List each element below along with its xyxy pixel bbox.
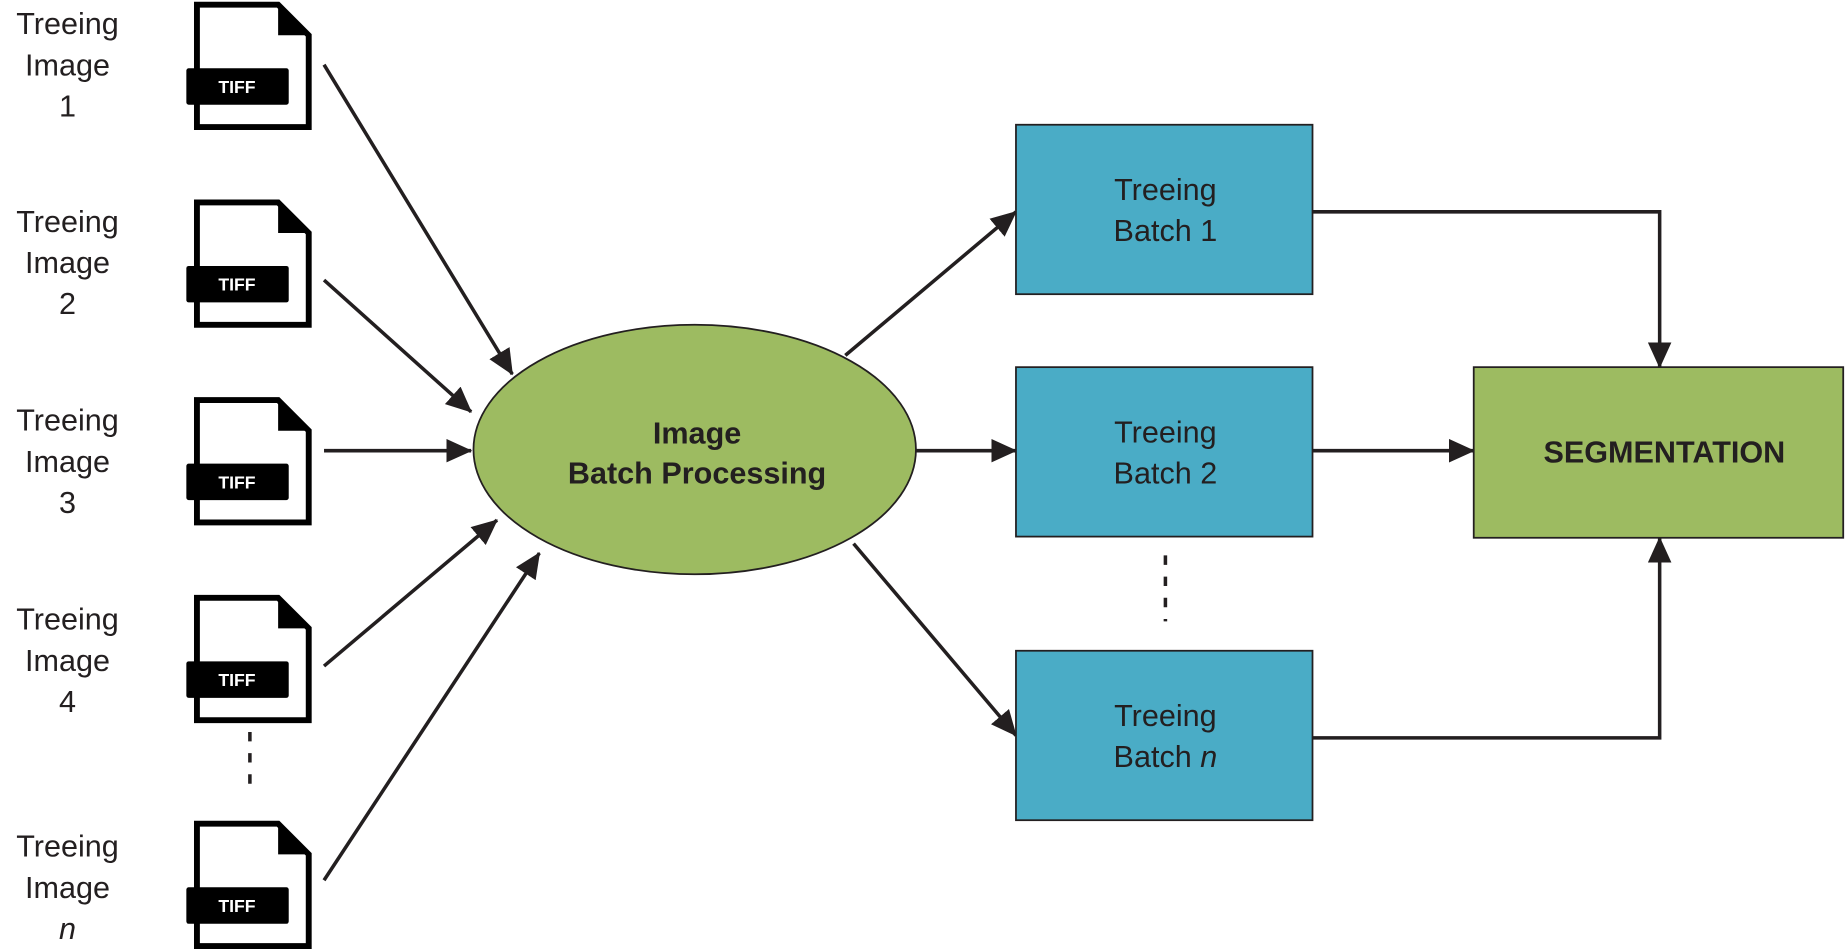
input-image-4: Treeing Image 4 TIFF (16, 598, 309, 720)
input-label-line2: Image (25, 445, 110, 479)
file-badge: TIFF (218, 472, 255, 492)
treeing-batch-2: Treeing Batch 2 (1015, 366, 1314, 538)
arrow (322, 552, 541, 882)
batch-line2: Batch 1 (1114, 214, 1218, 248)
input-label-line2: Image (25, 246, 110, 280)
batch-line1: Treeing (1114, 173, 1217, 207)
treeing-batch-n: Treeing Batch n (1015, 649, 1314, 822)
input-label-line3: 3 (59, 486, 76, 520)
input-image-3: Treeing Image 3 TIFF (16, 400, 309, 522)
input-label-line1: Treeing (16, 7, 119, 41)
tiff-file-icon: TIFF (186, 400, 308, 522)
tiff-file-icon: TIFF (186, 598, 308, 720)
input-label-line3: 1 (59, 89, 76, 123)
arrow (1312, 536, 1672, 740)
arrow (322, 63, 514, 376)
batch-line2: Batch 2 (1114, 457, 1218, 491)
input-label-line2: Image (25, 48, 110, 82)
input-label-line3: 2 (59, 287, 76, 321)
input-label-line3: n (59, 912, 76, 946)
segmentation-node: SEGMENTATION (1472, 366, 1845, 539)
file-badge: TIFF (218, 670, 255, 690)
batch-line1: Treeing (1114, 699, 1217, 733)
input-label-line1: Treeing (16, 603, 119, 637)
tiff-file-icon: TIFF (186, 202, 308, 324)
input-label-line1: Treeing (16, 404, 119, 438)
arrow (852, 542, 1018, 737)
arrow (1312, 210, 1672, 369)
processor-line1: Image (653, 417, 741, 451)
input-image-2: Treeing Image 2 TIFF (16, 202, 309, 324)
input-label-line1: Treeing (16, 830, 119, 864)
treeing-batch-1: Treeing Batch 1 (1015, 123, 1314, 296)
input-label-line3: 4 (59, 685, 76, 719)
input-label-line2: Image (25, 644, 110, 678)
input-image-1: Treeing Image 1 TIFF (16, 5, 309, 127)
arrow (322, 278, 473, 414)
processor-line2: Batch Processing (568, 457, 826, 491)
input-label-line1: Treeing (16, 205, 119, 239)
image-batch-processing-node: Image Batch Processing (472, 323, 917, 576)
arrow (322, 518, 499, 668)
batch-line1: Treeing (1114, 415, 1217, 449)
file-badge: TIFF (218, 275, 255, 295)
arrow (844, 210, 1018, 357)
tiff-file-icon: TIFF (186, 824, 308, 946)
tiff-file-icon: TIFF (186, 5, 308, 127)
input-label-line2: Image (25, 871, 110, 905)
file-badge: TIFF (218, 77, 255, 97)
segmentation-label: SEGMENTATION (1543, 435, 1785, 469)
batch-line2: Batch n (1114, 740, 1218, 774)
file-badge: TIFF (218, 896, 255, 916)
input-image-n: Treeing Image n TIFF (16, 824, 309, 946)
